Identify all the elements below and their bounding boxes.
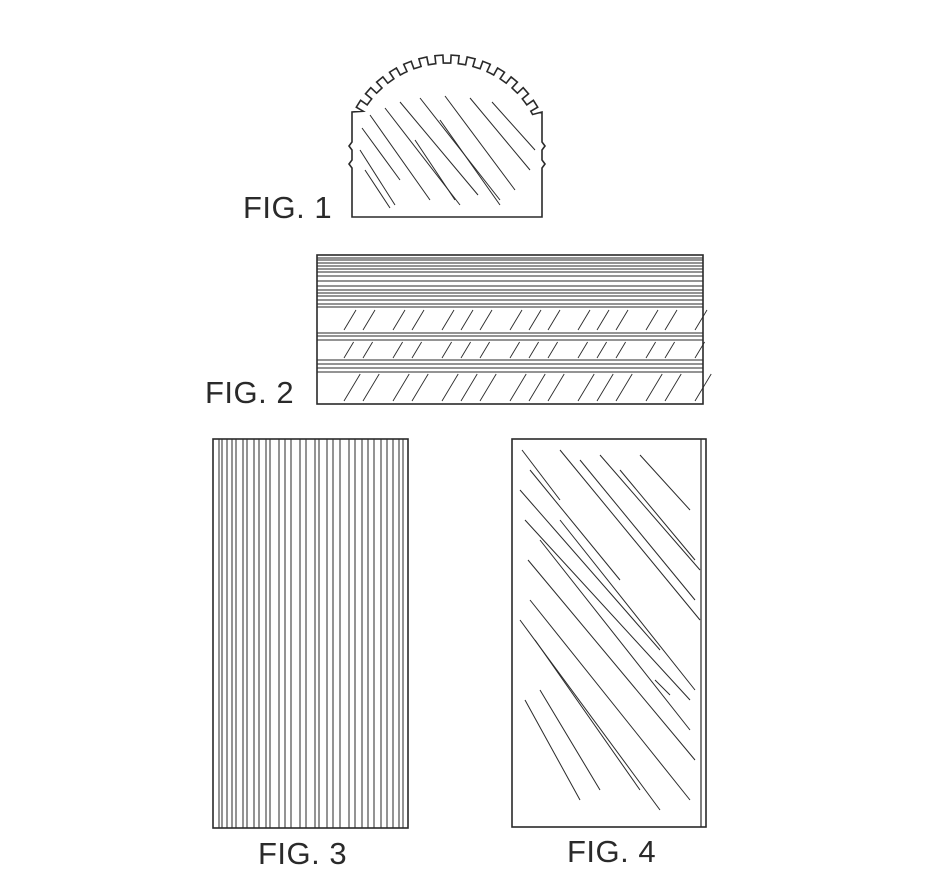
fig2-hatch-line [596,309,610,331]
fig1-outline [348,54,546,218]
fig3-label: FIG. 3 [258,836,348,871]
fig2-hatch-line [547,341,558,359]
fig2-hatch-line [615,309,629,331]
fig2-hatch-line [411,309,425,331]
fig2-hatch-line [479,341,490,359]
fig2-label: FIG. 2 [205,375,295,410]
fig2-hatch-line [460,373,478,402]
fig4-hatch-line [519,489,661,651]
fig4-hatch-line [524,699,581,801]
fig2-hatch-line [694,309,708,331]
fig2-hatch-line [392,309,406,331]
fig2-hatch-line [343,373,361,402]
fig2-hatch-line [528,373,546,402]
fig4-hatch-line [534,639,641,791]
fig2-hatch-line [362,309,376,331]
fig2-hatch-line [509,309,523,331]
fig2-hatch-line [664,373,682,402]
fig4-outline [511,438,707,828]
fig1-label: FIG. 1 [243,190,333,225]
fig4-hatch-line [539,689,601,791]
fig2-hatch-line [362,341,373,359]
fig2-hatch-line [479,309,493,331]
fig1-hatch-line [491,101,536,151]
fig2-layer-lines [317,257,703,373]
fig4-hatch-line [519,619,661,811]
fig2-hatch-line [547,373,565,402]
fig4-hatch-line [529,469,621,581]
fig4-hatch-line [559,519,696,691]
fig2-hatch-line [343,341,354,359]
fig2-hatch-line [528,309,542,331]
fig2-hatch-line [362,373,380,402]
fig1-drawing [348,54,546,218]
fig2-hatch-line [509,341,520,359]
fig2-hatch-line [441,309,455,331]
fig4-hatch-line [539,539,691,731]
fig4-hatch-line [527,559,696,761]
fig2-hatch-line [615,373,633,402]
fig2-hatch-line [694,373,712,402]
fig4-hatching [519,449,701,811]
fig2-outline [316,254,704,405]
fig2-hatch-line [596,373,614,402]
fig2-hatch-line [664,309,678,331]
fig3-ribs [218,439,404,828]
fig2-hatch-line [577,373,595,402]
fig4-hatch-line [559,449,701,621]
fig2-hatch-line [441,341,452,359]
fig3-outline [212,438,409,829]
fig1-hatch-line [359,149,396,206]
fig2-drawing [316,254,712,405]
fig2-hatch-line [547,309,561,331]
fig1-hatch-line [364,169,391,209]
fig2-hatch-line [479,373,497,402]
fig2-hatch-line [615,341,626,359]
fig4-label: FIG. 4 [567,834,657,869]
fig2-hatch-line [460,341,471,359]
fig2-hatch-line [441,373,459,402]
fig2-hatch-line [577,309,591,331]
fig1-hatch-line [369,114,431,201]
fig2-hatch-line [411,341,422,359]
fig4-hatch-line [639,454,691,511]
fig1-hatch-line [361,127,401,181]
fig1-hatch-line [414,139,456,201]
fig1-hatch-line [444,95,516,191]
fig4-hatch-line [619,469,696,561]
fig2-hatch-line [645,341,656,359]
fig2-hatch-line [664,341,675,359]
fig2-hatch-line [509,373,527,402]
fig2-hatch-line [645,309,659,331]
fig1-hatch-line [399,101,479,196]
fig2-hatch-line [694,341,705,359]
fig2-hatch-line [343,309,357,331]
fig3-drawing [212,438,409,829]
fig2-hatch-line [411,373,429,402]
fig4-drawing [511,438,707,828]
fig2-hatch-line [596,341,607,359]
fig4-hatch-line [599,454,701,571]
fig2-hatch-line [577,341,588,359]
fig2-hatch-line [528,341,539,359]
fig4-hatch-line [521,449,561,501]
fig2-hatch-line [460,309,474,331]
fig4-hatch-line [654,679,671,696]
fig2-hatch-line [392,373,410,402]
fig4-hatch-line [524,519,691,701]
fig2-hatch-line [392,341,403,359]
fig4-hatch-line [579,459,696,601]
fig1-hatching [359,95,536,209]
fig1-hatch-line [469,97,531,171]
fig4-hatch-line [529,599,691,801]
fig2-hatching [343,309,712,402]
fig1-hatch-line [439,119,501,206]
fig2-hatch-line [645,373,663,402]
